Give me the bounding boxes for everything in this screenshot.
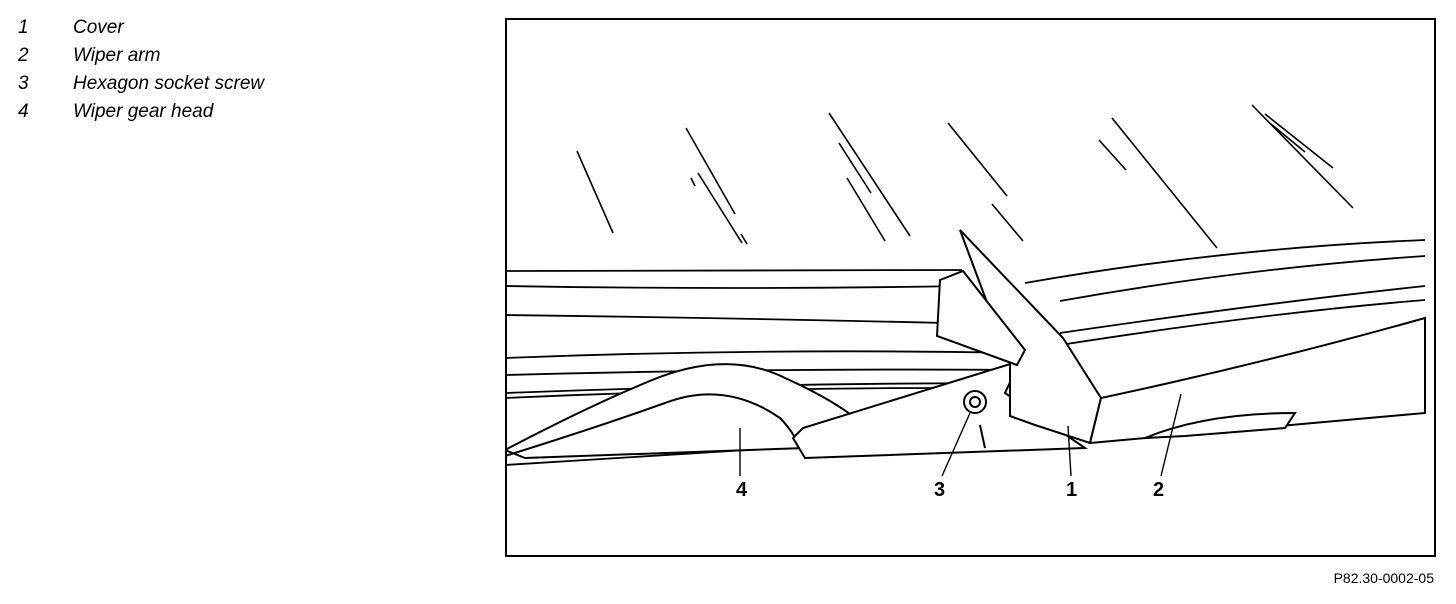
legend-label: Hexagon socket screw xyxy=(73,73,265,94)
callout-3: 3 xyxy=(934,479,945,501)
legend-number: 4 xyxy=(18,101,29,122)
callout-1: 1 xyxy=(1066,479,1077,501)
legend-label: Wiper gear head xyxy=(73,101,214,122)
callout-2: 2 xyxy=(1153,479,1164,501)
windshield-reflection-lines xyxy=(576,104,1354,249)
cover-and-arm-shape xyxy=(791,229,1426,460)
legend-number: 3 xyxy=(18,73,29,94)
legend-item-hexagon-socket-screw: 3 Hexagon socket screw xyxy=(18,70,264,98)
callout-leader-lines xyxy=(739,393,1182,477)
legend-number: 2 xyxy=(18,45,29,66)
wiper-diagram: 4 3 1 2 xyxy=(505,18,1436,557)
legend-label: Wiper arm xyxy=(73,45,161,66)
hexagon-socket-screw xyxy=(963,390,987,414)
wiper-gear-head-shape xyxy=(505,363,852,460)
legend-label: Cover xyxy=(73,17,124,38)
figure-code: P82.30-0002-05 xyxy=(1333,570,1434,586)
wiper-diagram-drawing: 4 3 1 2 xyxy=(505,18,1436,557)
legend-item-wiper-gear-head: 4 Wiper gear head xyxy=(18,98,264,126)
legend: 1 Cover 2 Wiper arm 3 Hexagon socket scr… xyxy=(18,14,264,126)
legend-number: 1 xyxy=(18,17,29,38)
callout-4: 4 xyxy=(736,479,748,501)
legend-item-wiper-arm: 2 Wiper arm xyxy=(18,42,264,70)
cowl-lines xyxy=(505,239,1426,466)
legend-item-cover: 1 Cover xyxy=(18,14,264,42)
